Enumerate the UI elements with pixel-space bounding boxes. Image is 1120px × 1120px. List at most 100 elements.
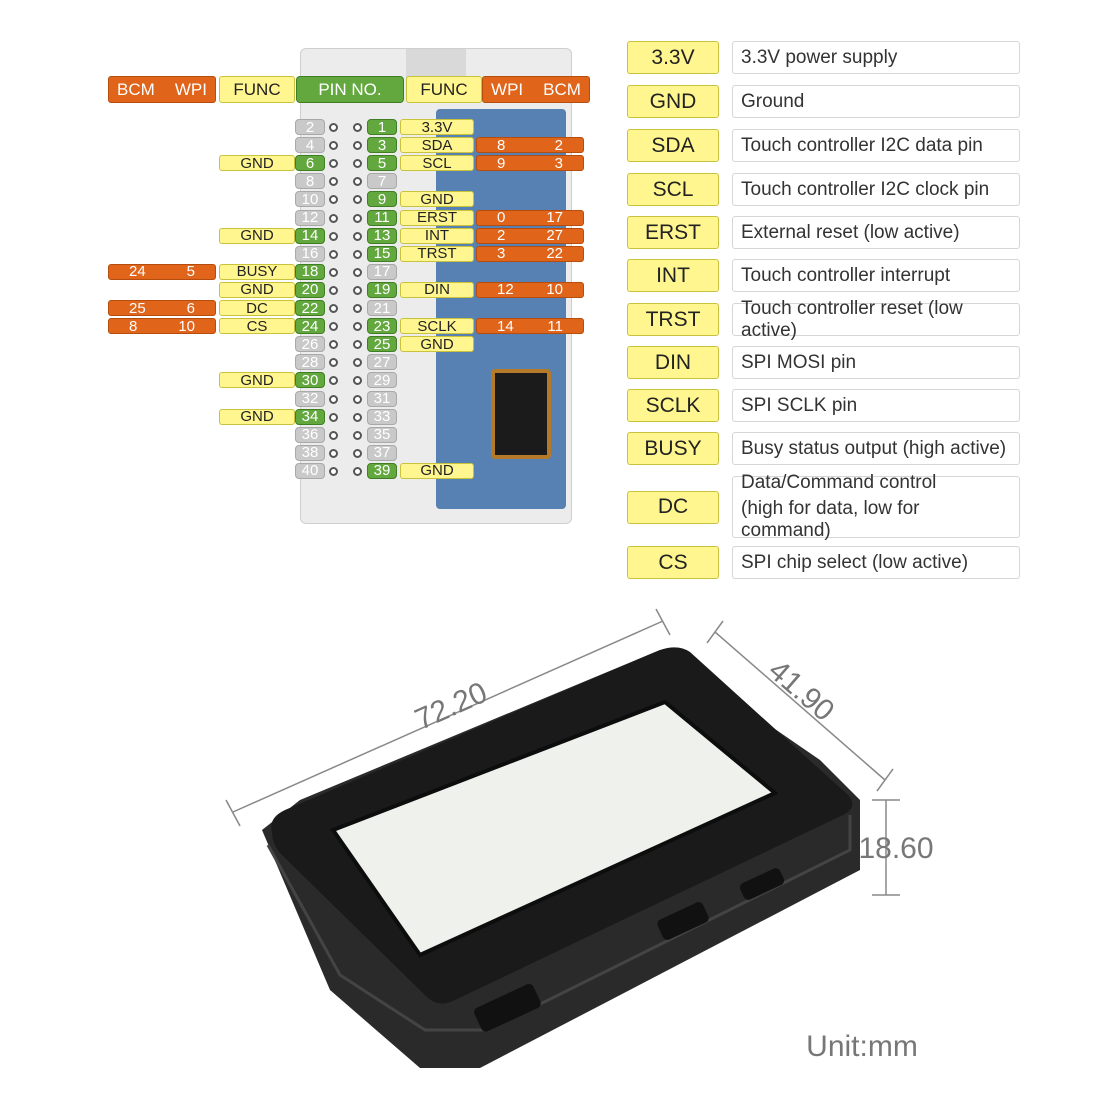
pin-dot-21 [353,304,362,313]
pin-dot-34 [329,412,338,422]
legend-tag-erst: ERST [627,216,719,249]
pin-func-13: INT [400,227,474,244]
enclosure-case [262,647,860,1068]
pin-dot-31 [353,394,362,404]
pin-func-25: GND [400,336,474,353]
pin-func-23: SCLK [400,318,474,335]
pin-func-30: GND [219,372,295,389]
pin-wpi-bcm-23: 14 11 [476,317,584,335]
pin-bcm-11: 17 [546,209,563,226]
pin-number-28: 28 [295,354,325,371]
pin-dot-38 [329,448,338,458]
pin-number-8: 8 [295,173,325,190]
legend-tag-gnd: GND [627,85,719,118]
pin-dot-9 [353,195,362,205]
pin-dot-40 [329,466,338,476]
legend-tag-din: DIN [627,346,719,379]
pin-bcm-23: 11 [547,317,563,335]
pin-dot-5 [353,159,362,169]
unit-label: Unit:mm [806,1030,918,1063]
pin-func-14: GND [219,227,295,244]
pin-func-9: GND [400,191,474,208]
pin-bcm-18: 24 [129,263,146,281]
dimension-height-line [872,799,900,896]
pin-wpi-15: 3 [497,245,506,263]
pin-bcm-19: 10 [546,281,563,299]
pin-number-5: 5 [367,155,397,172]
pin-number-16: 16 [295,245,325,262]
pin-func-24: CS [219,318,295,335]
pin-func-34: GND [219,408,295,425]
pin-number-6: 6 [295,155,325,172]
pin-dot-36 [329,430,338,440]
legend-desc-dc: Data/Command control (high for data, low … [732,472,1020,541]
legend-desc-busy: Busy status output (high active) [732,432,1020,465]
pin-wpi-bcm-19: 12 10 [476,281,584,299]
pin-dot-26 [329,340,338,350]
dimension-width-line [706,620,894,792]
pin-wpi-19: 12 [497,281,514,299]
pin-dot-29 [353,376,362,386]
legend-desc-line2: (high for data, low for command) [741,498,920,541]
header-pin-no: PIN NO. [296,76,404,103]
pin-dot-24 [329,322,338,332]
legend-desc-33v: 3.3V power supply [732,41,1020,74]
pin-wpi-23: 14 [497,317,514,335]
pin-wpi-24: 10 [178,317,195,335]
pin-number-35: 35 [367,426,397,443]
pin-dot-28 [329,358,338,368]
pin-number-39: 39 [367,462,397,479]
legend-desc-trst: Touch controller reset (low active) [732,298,1020,341]
pin-number-7: 7 [367,173,397,190]
legend-desc-erst: External reset (low active) [732,216,1020,249]
pin-bcm-3: 2 [554,136,563,154]
pin-number-37: 37 [367,444,397,461]
pin-dot-17 [353,267,362,277]
pin-number-38: 38 [295,444,325,461]
legend-tag-busy: BUSY [627,432,719,465]
pin-number-4: 4 [295,137,325,154]
pin-dot-15 [353,249,362,259]
pin-dot-2 [329,123,338,132]
header-bcm-wpi-left: BCM WPI [108,76,216,103]
legend-tag-int: INT [627,259,719,292]
board-connector [491,369,551,459]
pin-dot-12 [329,213,338,223]
pin-number-33: 33 [367,408,397,425]
pin-func-11: ERST [400,209,474,226]
pin-dot-22 [329,304,338,313]
dimension-length-line [225,608,671,827]
pin-bcm-22: 25 [129,299,146,317]
pin-number-34: 34 [295,408,325,425]
pin-number-32: 32 [295,390,325,407]
pin-dot-33 [353,412,362,422]
header-bcm-left: BCM [117,80,155,99]
pin-number-14: 14 [295,227,325,244]
legend-desc-line1: Data/Command control [741,472,937,493]
pin-number-15: 15 [367,245,397,262]
pin-number-1: 1 [367,119,397,135]
pin-number-36: 36 [295,426,325,443]
pin-bcm-13: 27 [546,227,563,245]
pin-number-2: 2 [295,119,325,135]
pin-number-12: 12 [295,209,325,226]
pin-func-5: SCL [400,155,474,172]
pin-number-23: 23 [367,318,397,335]
pin-dot-37 [353,448,362,458]
pin-dot-25 [353,340,362,350]
legend-desc-cs: SPI chip select (low active) [732,546,1020,579]
pin-number-20: 20 [295,281,325,298]
pin-number-19: 19 [367,281,397,298]
pin-dot-20 [329,285,338,295]
legend-tag-sclk: SCLK [627,389,719,422]
header-wpi-bcm-right: WPI BCM [482,76,590,103]
pin-func-39: GND [400,462,474,479]
legend-tag-cs: CS [627,546,719,579]
